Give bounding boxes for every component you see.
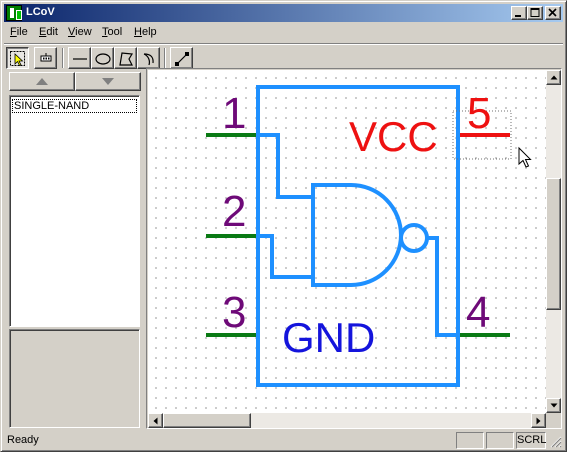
ellipse-tool-button[interactable] — [91, 47, 114, 69]
menu-tool-label: ool — [107, 26, 123, 38]
vcc-label: VCC — [349, 113, 438, 160]
list-down-button[interactable] — [75, 72, 141, 91]
pin-5-number: 5 — [467, 89, 491, 138]
arrow-up-icon — [550, 75, 558, 80]
symbol-preview-panel — [9, 329, 140, 428]
nand-symbol-drawing: 1 2 3 4 5 VCC GND — [206, 85, 532, 387]
resize-grip-icon[interactable] — [550, 436, 562, 448]
horizontal-scroll-thumb[interactable] — [163, 413, 251, 428]
pin-icon — [40, 53, 52, 62]
pin-tool-button[interactable] — [34, 47, 57, 69]
menu-help-label: elp — [141, 26, 157, 38]
status-panel-1 — [456, 432, 484, 449]
scrollbar-corner — [546, 413, 561, 428]
status-panel-2 — [486, 432, 514, 449]
vertical-scroll-thumb[interactable] — [546, 178, 561, 310]
polygon-icon — [119, 52, 134, 66]
menu-edit-accelerator: E — [39, 26, 47, 38]
menu-file-label: ile — [16, 26, 28, 38]
input-b-wire — [258, 234, 313, 279]
arrow-down-icon — [550, 403, 558, 408]
pin-2-number: 2 — [222, 187, 246, 236]
polygon-tool-button[interactable] — [114, 47, 137, 69]
wire-icon — [175, 52, 189, 66]
ellipse-icon — [95, 53, 111, 65]
line-icon — [73, 58, 87, 60]
menu-tool-accelerator: T — [102, 26, 108, 38]
wire-tool-button[interactable] — [170, 47, 193, 69]
title-bar[interactable]: LCoV — [4, 4, 563, 22]
arc-tool-button[interactable] — [137, 47, 160, 69]
menu-tool[interactable]: Tool — [102, 26, 122, 38]
close-button[interactable] — [545, 6, 561, 20]
menu-view[interactable]: View — [68, 26, 92, 38]
menu-view-accelerator: V — [68, 26, 76, 38]
menu-edit-label: dit — [46, 26, 58, 38]
menu-file-accelerator: F — [10, 26, 17, 38]
menu-view-label: iew — [75, 26, 92, 38]
list-item[interactable]: SINGLE-NAND — [12, 99, 137, 113]
maximize-icon — [530, 8, 540, 17]
window-title: LCoV — [26, 6, 55, 18]
triangle-up-icon — [36, 78, 48, 85]
vertical-scrollbar[interactable] — [546, 70, 561, 413]
select-tool-button[interactable] — [6, 47, 29, 69]
status-bar: Ready SCRL — [4, 431, 563, 449]
scroll-right-button[interactable] — [531, 413, 546, 428]
menu-bar: File Edit View Tool Help — [4, 23, 563, 42]
menu-edit[interactable]: Edit — [39, 26, 58, 38]
nand-gate — [311, 183, 403, 287]
drawing-area: 1 2 3 4 5 VCC GND — [146, 68, 562, 429]
minimize-button[interactable] — [511, 6, 527, 20]
pin-3-number: 3 — [222, 288, 246, 337]
input-a-wire — [258, 133, 313, 199]
inversion-bubble — [399, 223, 429, 253]
scroll-lock-indicator: SCRL — [516, 432, 546, 449]
triangle-down-icon — [102, 78, 114, 85]
gnd-label: GND — [282, 314, 375, 361]
close-icon — [548, 8, 557, 17]
list-up-button[interactable] — [9, 72, 75, 91]
maximize-button[interactable] — [527, 6, 543, 20]
scroll-up-button[interactable] — [546, 70, 561, 85]
symbol-list[interactable]: SINGLE-NAND — [9, 95, 140, 327]
menu-help-accelerator: H — [134, 26, 142, 38]
line-tool-button[interactable] — [68, 47, 91, 69]
scroll-down-button[interactable] — [546, 398, 561, 413]
arc-icon — [143, 53, 154, 66]
minimize-icon — [515, 15, 521, 17]
toolbar — [4, 43, 563, 69]
arrow-right-icon — [536, 417, 541, 425]
mouse-cursor-icon — [518, 146, 532, 168]
selection-box — [452, 110, 512, 160]
toolbar-separator — [164, 48, 166, 68]
menu-file[interactable]: File — [10, 26, 28, 38]
pin-4-number: 4 — [466, 288, 490, 337]
horizontal-scrollbar[interactable] — [148, 413, 546, 428]
scroll-left-button[interactable] — [148, 413, 163, 428]
menu-help[interactable]: Help — [134, 26, 157, 38]
schematic-canvas[interactable]: 1 2 3 4 5 VCC GND — [148, 70, 546, 413]
output-wire — [427, 236, 458, 337]
toolbar-separator — [62, 48, 64, 68]
arrow-left-icon — [153, 417, 158, 425]
pin-1-number: 1 — [222, 89, 246, 138]
status-text: Ready — [7, 434, 39, 446]
pointer-select-icon — [10, 51, 25, 67]
app-icon[interactable] — [6, 5, 22, 21]
